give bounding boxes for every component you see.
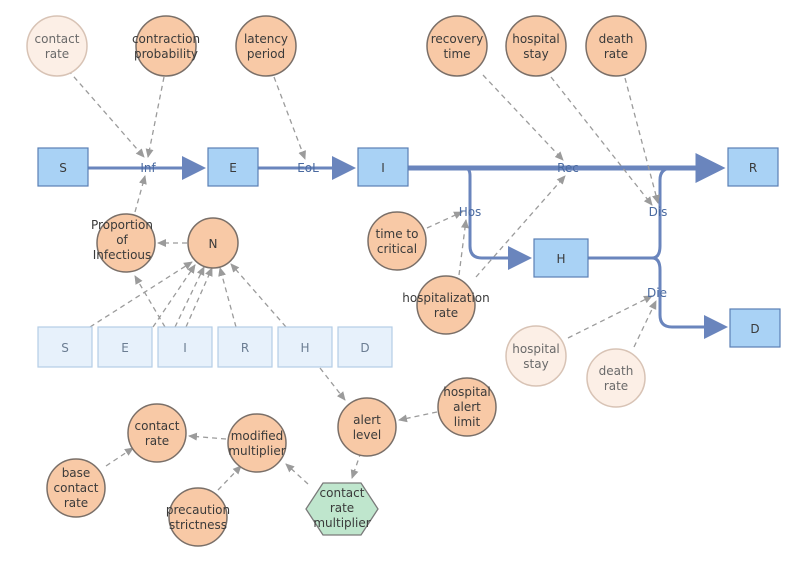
flows [88, 153, 728, 339]
flow-h-to-d[interactable] [651, 256, 728, 339]
ghost-stock-d[interactable]: D [337, 326, 393, 368]
svg-text:D: D [360, 341, 369, 355]
ghost-stock-r[interactable]: R [217, 326, 273, 368]
flow-label-hos: Hos [459, 205, 482, 219]
stock-label: S [59, 161, 67, 175]
stock-label: I [381, 161, 385, 175]
flow-h-to-r[interactable] [651, 166, 673, 260]
influence-links [67, 69, 660, 491]
flow-label-rec: Rec [557, 161, 579, 175]
flow-label-die: Die [647, 286, 667, 300]
stock-label: E [229, 161, 237, 175]
svg-text:E: E [121, 341, 129, 355]
svg-text:H: H [300, 341, 309, 355]
ghost-stocks: S E I R H D [37, 326, 393, 368]
svg-text:R: R [241, 341, 249, 355]
flow-label-dis: Dis [649, 205, 668, 219]
flow-label-inf: Inf [140, 161, 156, 175]
stock-r[interactable]: R [727, 147, 779, 187]
svg-text:S: S [61, 341, 69, 355]
svg-text:N: N [209, 237, 218, 251]
stock-label: R [749, 161, 757, 175]
flow-label-eol: EoL [297, 161, 319, 175]
stocks: S E I H R D [37, 147, 781, 348]
stock-e[interactable]: E [207, 147, 259, 187]
stock-s[interactable]: S [37, 147, 89, 187]
ghost-stock-s[interactable]: S [37, 326, 93, 368]
flow-i-to-h[interactable] [464, 166, 532, 270]
stock-label: H [556, 252, 565, 266]
ghost-stock-h[interactable]: H [277, 326, 333, 368]
stock-h[interactable]: H [533, 238, 589, 278]
svg-text:I: I [183, 341, 187, 355]
ghost-stock-e[interactable]: E [97, 326, 153, 368]
flow-labels: Inf EoL Rec Hos Dis Die [140, 161, 667, 300]
ghost-stock-i[interactable]: I [157, 326, 213, 368]
stock-d[interactable]: D [729, 308, 781, 348]
variable-n[interactable]: N [187, 217, 239, 269]
stock-i[interactable]: I [357, 147, 409, 187]
stock-label: D [750, 322, 759, 336]
